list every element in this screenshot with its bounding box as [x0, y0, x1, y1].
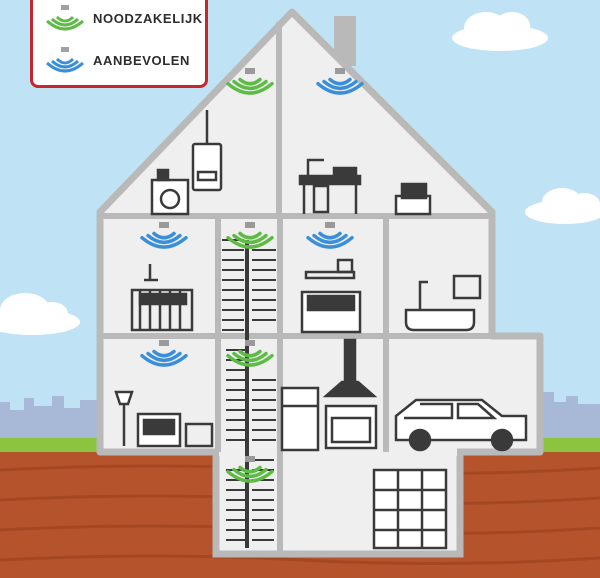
kitchen-appliances [280, 338, 378, 452]
washing-machine [150, 168, 190, 216]
smoke-detector-essential-icon [46, 5, 84, 31]
smoke-detectors [140, 68, 364, 483]
crib [130, 264, 194, 332]
smoke-detector-nursery [140, 222, 188, 249]
legend-item-essential: NOODZAKELIJK [33, 3, 205, 33]
smoke-detector-basement-stairwell [226, 456, 274, 483]
smoke-detector-upper-stairwell [226, 222, 274, 249]
smoke-detector-recommended-icon [46, 47, 84, 73]
desk [298, 158, 362, 214]
legend-item-recommended: AANBEVOLEN [33, 45, 205, 75]
living-room-furniture [114, 390, 214, 448]
smoke-detector-attic-right [316, 68, 364, 95]
smoke-detector-bedroom [306, 222, 354, 249]
legend-label-essential: NOODZAKELIJK [93, 11, 203, 26]
water-heater [191, 110, 223, 192]
cloud [0, 293, 80, 335]
smoke-detector-attic-left [226, 68, 274, 95]
storage-shelf [372, 468, 448, 550]
legend: NOODZAKELIJK AANBEVOLEN [30, 0, 208, 88]
city-skyline [0, 392, 600, 442]
chimney [334, 16, 356, 66]
armchair [394, 182, 432, 216]
cloud [452, 12, 548, 51]
legend-label-recommended: AANBEVOLEN [93, 53, 191, 68]
car [394, 398, 528, 452]
smoke-detector-ground-stairwell [226, 340, 274, 367]
bed [300, 258, 362, 334]
cloud [525, 188, 600, 224]
bathtub [404, 274, 482, 332]
smoke-detector-living-room [140, 340, 188, 367]
